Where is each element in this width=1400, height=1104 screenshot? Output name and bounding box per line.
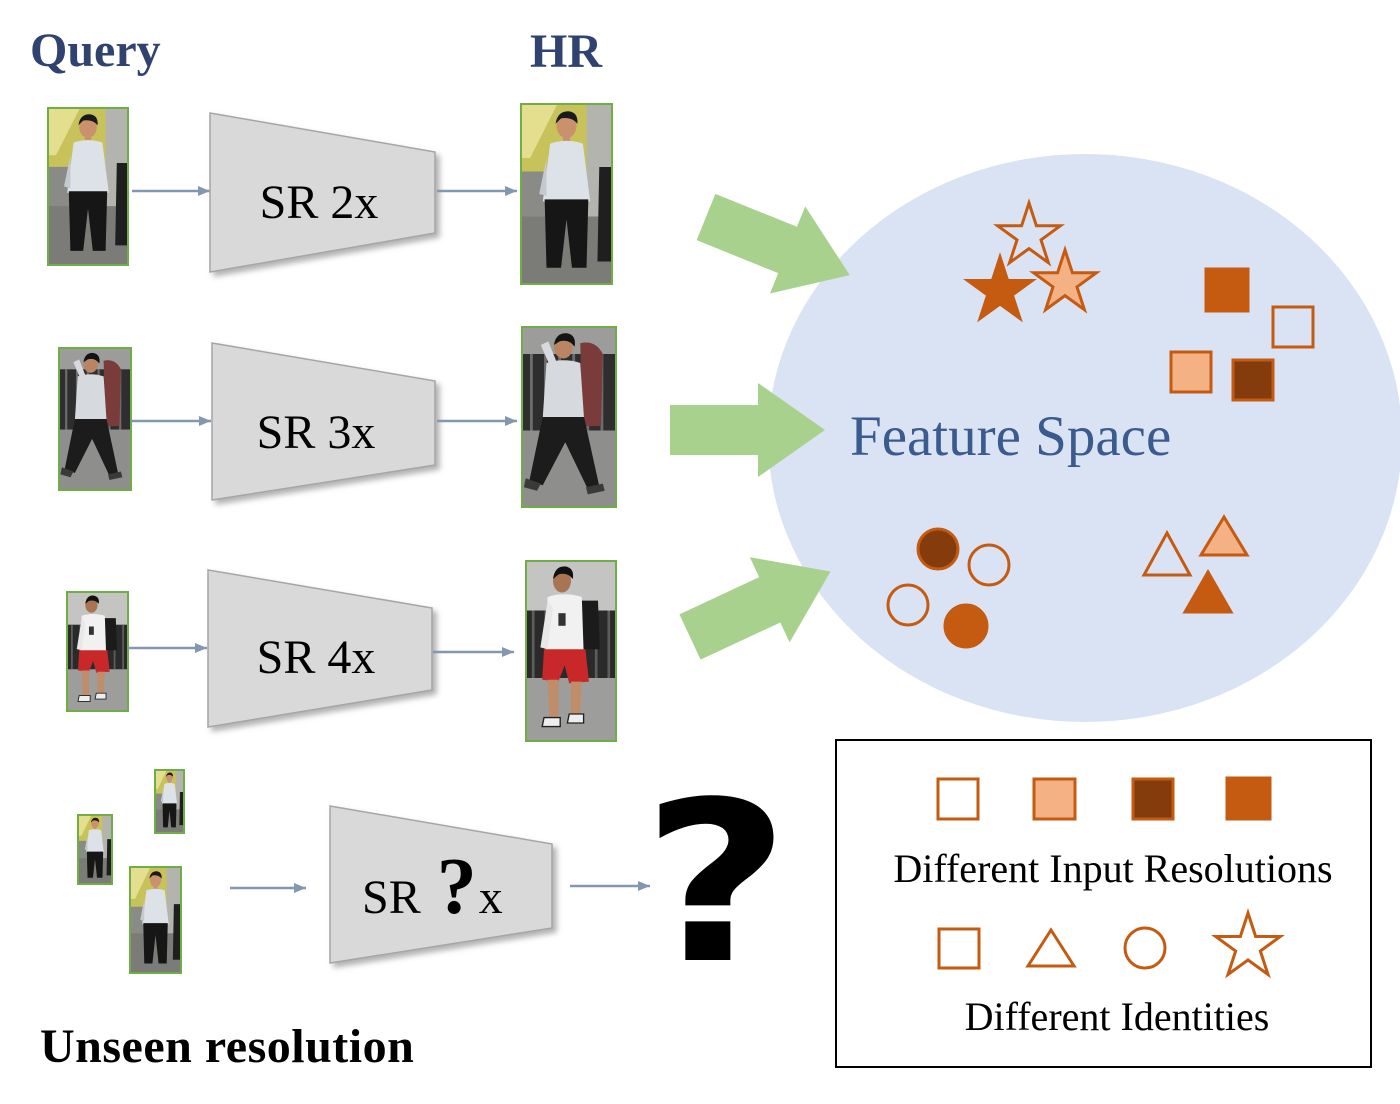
scale-suffix: x bbox=[479, 871, 503, 924]
legend: Different Input Resolutions Different Id… bbox=[835, 739, 1372, 1068]
legend-square-icon bbox=[937, 927, 981, 970]
sr-module-unknown bbox=[329, 805, 553, 964]
unseen-query-image-small bbox=[154, 769, 185, 834]
flow-arrow-row-3 bbox=[679, 557, 831, 660]
legend-square-dark-icon bbox=[1131, 777, 1175, 821]
square-light-icon bbox=[1169, 350, 1213, 394]
identity-cluster-triangle bbox=[1141, 514, 1250, 614]
legend-triangle-icon bbox=[1025, 927, 1077, 968]
pedestrian-photo bbox=[67, 592, 128, 711]
unseen-resolution-caption: Unseen resolution bbox=[40, 1020, 414, 1073]
legend-star-icon bbox=[1216, 913, 1281, 975]
legend-square-light-icon bbox=[1032, 777, 1077, 821]
star-outline-icon bbox=[998, 203, 1061, 263]
identity-cluster-circle bbox=[886, 527, 1011, 649]
triangle-filled-icon bbox=[1182, 568, 1234, 614]
photo-border bbox=[154, 769, 185, 834]
query-image-row-1 bbox=[47, 107, 129, 266]
photo-border bbox=[129, 866, 182, 974]
circle-dark-icon bbox=[916, 527, 960, 571]
triangle-light-icon bbox=[1198, 514, 1250, 557]
hr-image-row-1 bbox=[520, 103, 613, 285]
sr-module-3x bbox=[211, 342, 436, 501]
sr-module-label: SR 4x bbox=[257, 631, 376, 684]
star-filled-icon bbox=[968, 257, 1033, 319]
sr-module-2x bbox=[209, 112, 436, 273]
unknown-scale-mark: ? bbox=[437, 843, 477, 931]
pipeline-row-2x: SR 2x bbox=[47, 103, 613, 285]
pipeline-row-4x: SR 4x bbox=[66, 560, 617, 742]
square-filled-icon bbox=[1204, 267, 1250, 313]
identity-cluster-square bbox=[1169, 267, 1315, 402]
circle-outline-icon bbox=[886, 583, 930, 627]
photo-border bbox=[58, 347, 132, 491]
triangle-outline-icon bbox=[1141, 529, 1193, 577]
unseen-module-label: SR?x bbox=[362, 843, 503, 931]
pipeline-row-3x: SR 3x bbox=[58, 326, 617, 508]
legend-box bbox=[835, 739, 1372, 1068]
legend-circle-icon bbox=[1123, 926, 1167, 970]
feature-space-label: Feature Space bbox=[850, 405, 1171, 468]
hr-image-row-3 bbox=[525, 560, 617, 742]
unknown-output-question-mark: ? bbox=[642, 755, 790, 1013]
legend-resolutions-label: Different Input Resolutions bbox=[893, 846, 1332, 891]
pipeline-row-unseen: SR?x ? bbox=[77, 755, 790, 1013]
square-dark-icon bbox=[1231, 358, 1275, 402]
pedestrian-photo bbox=[522, 327, 616, 507]
photo-border bbox=[525, 560, 617, 742]
flow-arrow-row-2 bbox=[670, 383, 825, 477]
photo-border bbox=[66, 591, 129, 712]
photo-border bbox=[47, 107, 129, 266]
sr-module-label: SR 3x bbox=[257, 406, 376, 459]
circle-outline-icon bbox=[967, 543, 1011, 587]
circle-filled-icon bbox=[943, 603, 989, 649]
sr-module-4x bbox=[207, 569, 433, 728]
hr-column-title: HR bbox=[530, 25, 603, 78]
pedestrian-photo bbox=[526, 561, 616, 741]
legend-square-outline-icon bbox=[936, 777, 980, 821]
star-light-icon bbox=[1034, 250, 1097, 310]
unseen-query-image-medium bbox=[77, 814, 113, 885]
pedestrian-photo bbox=[521, 104, 612, 284]
pedestrian-photo bbox=[48, 108, 128, 265]
unseen-query-image-large bbox=[129, 866, 182, 974]
sr-prefix: SR bbox=[362, 871, 421, 924]
flow-arrow-row-1 bbox=[696, 193, 850, 294]
photo-border bbox=[520, 103, 613, 285]
pedestrian-photo bbox=[155, 770, 184, 833]
query-column-title: Query bbox=[30, 24, 161, 77]
square-outline-icon bbox=[1271, 305, 1315, 349]
pedestrian-photo bbox=[59, 348, 131, 490]
photo-border bbox=[77, 814, 113, 885]
query-image-row-2 bbox=[58, 347, 132, 491]
sr-module-label: SR 2x bbox=[260, 176, 379, 229]
legend-square-filled-icon bbox=[1225, 776, 1272, 821]
legend-identities-label: Different Identities bbox=[965, 994, 1270, 1039]
pedestrian-photo bbox=[130, 867, 181, 973]
hr-image-row-2 bbox=[521, 326, 617, 508]
pedestrian-photo bbox=[78, 815, 112, 884]
query-image-row-3 bbox=[66, 591, 129, 712]
identity-cluster-star bbox=[968, 203, 1097, 319]
photo-border bbox=[521, 326, 617, 508]
